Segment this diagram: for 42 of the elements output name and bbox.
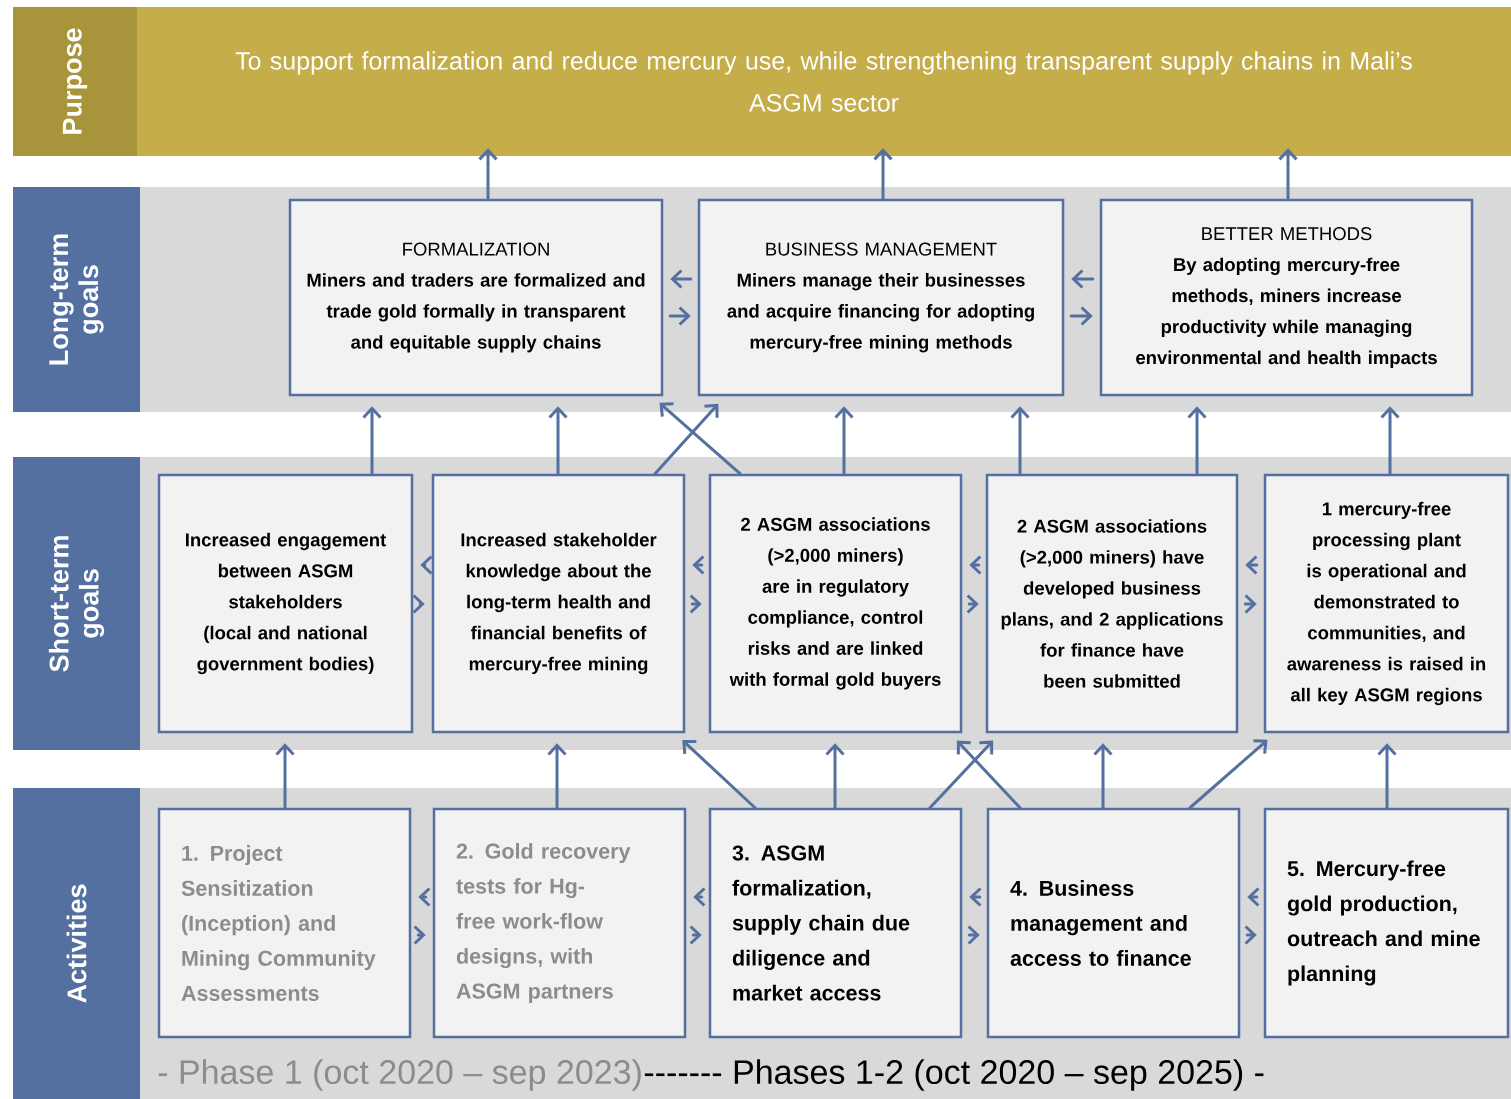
- activity-box: 4. Business management and access to finance: [986, 807, 1241, 1039]
- arrow: [928, 740, 994, 810]
- arrow: [1071, 269, 1095, 289]
- arrow: [1187, 406, 1207, 476]
- activity-box: 5. Mercury-free gold production, outreach and mine planning: [1263, 807, 1510, 1039]
- section-label: Activities: [13, 788, 140, 1099]
- goal-box: BETTER METHODS By adopting mercury-free methods, miners increase productivity while managing environmental and health impacts: [1099, 198, 1474, 397]
- goal-box: BUSINESS MANAGEMENT Miners manage their businesses and acquire financing for adopting mercury-free mining methods: [697, 198, 1065, 397]
- arrow: [547, 743, 567, 810]
- arrow: [1377, 743, 1397, 810]
- section-label: Purpose: [13, 7, 137, 156]
- arrow: [1010, 406, 1030, 476]
- arrow: [1380, 406, 1400, 476]
- arrow: [362, 406, 382, 476]
- arrow: [825, 743, 845, 810]
- phase-label: ------- Phases 1-2 (oct 2020 – sep 2025) -: [644, 1059, 1264, 1091]
- section-label: Long-term goals: [13, 187, 140, 412]
- arrow: [873, 148, 893, 201]
- arrow: [834, 406, 854, 476]
- arrow: [956, 740, 1022, 810]
- arrow: [653, 403, 719, 476]
- arrow: [659, 402, 742, 476]
- goal-box: 1 mercury-free processing plant is operational and demonstrated to communities, and awareness is raised in all key ASGM regions: [1263, 473, 1510, 734]
- goal-box: 2 ASGM associations (>2,000 miners) are in regulatory compliance, control risks and are linked with formal gold buyers: [708, 473, 963, 734]
- goal-box: Increased stakeholder knowledge about the long-term health and financial benefits of mercury-free mining: [431, 473, 686, 734]
- section-label: Short-term goals: [13, 457, 140, 750]
- arrow: [1093, 743, 1113, 810]
- purpose-banner: To support formalization and reduce mercury use, while strengthening transparent supply chains in Mali’s ASGM sector: [137, 7, 1511, 156]
- goal-box: Increased engagement between ASGM stakeholders (local and national government bodies): [157, 473, 414, 734]
- arrow: [1188, 739, 1268, 810]
- goal-box: FORMALIZATION Miners and traders are formalized and trade gold formally in transparent and equitable supply chains: [288, 198, 664, 397]
- activity-box: 2. Gold recovery tests for Hg-free work-flow designs, with ASGM partners: [432, 807, 687, 1039]
- activity-box: 3. ASGM formalization, supply chain due diligence and market access: [708, 807, 963, 1039]
- arrow: [478, 148, 498, 201]
- arrow: [275, 743, 295, 810]
- activity-box: 1. Project Sensitization (Inception) and Mining Community Assessments: [157, 807, 412, 1039]
- arrow: [1069, 306, 1093, 326]
- phase-label: - Phase 1 (oct 2020 – sep 2023): [158, 1059, 641, 1091]
- goal-box: 2 ASGM associations (>2,000 miners) have developed business plans, and 2 applications for finance have been submitted: [985, 473, 1239, 734]
- arrow: [548, 406, 568, 476]
- arrow: [682, 739, 757, 810]
- arrow: [1278, 148, 1298, 201]
